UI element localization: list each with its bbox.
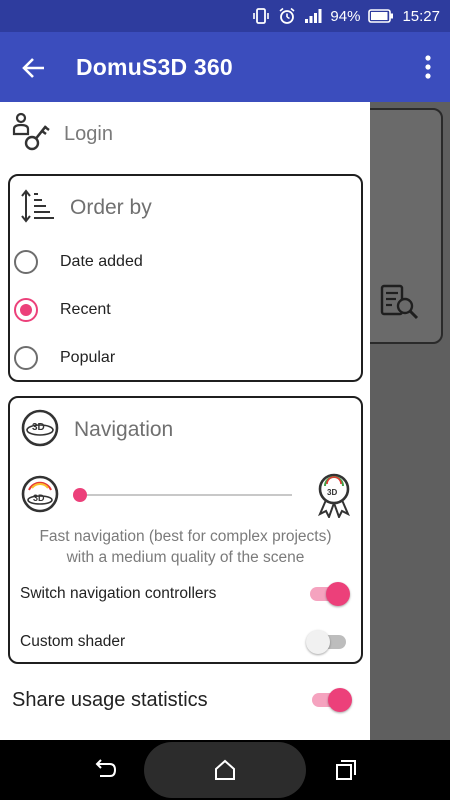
recents-nav-icon[interactable] [334,758,358,787]
clock: 15:27 [402,7,440,25]
battery-percent: 94% [330,7,361,25]
signal-icon [304,8,322,24]
arrow-back-icon[interactable] [18,52,50,84]
user-key-icon [12,112,52,157]
document-search-icon [380,284,419,320]
battery-icon [368,9,394,23]
radio-button[interactable] [14,346,38,370]
radio-button[interactable] [14,250,38,274]
radio-label: Date added [60,253,143,270]
sort-icon [20,188,56,229]
custom-shader-label: Custom shader [20,633,126,650]
quality-badge-icon: 3D [314,472,354,523]
svg-text:3D: 3D [33,493,45,503]
slider-track[interactable] [80,494,292,496]
settings-drawer: Login Order by Date added [0,102,370,740]
switch-navigation-controllers-toggle[interactable] [310,582,350,606]
system-navigation-bar [0,740,450,800]
home-nav-icon[interactable] [213,758,237,787]
radio-option-date-added[interactable]: Date added [14,242,143,282]
alarm-icon [278,7,296,25]
radio-option-recent[interactable]: Recent [14,290,111,330]
custom-shader-toggle[interactable] [306,630,350,654]
svg-text:3D: 3D [327,488,337,497]
radio-label: Recent [60,301,111,318]
switch-knob [326,582,350,606]
login-item[interactable]: Login [12,112,113,156]
description-line-1: Fast navigation (best for complex projec… [39,528,332,545]
app-title: DomuS3D 360 [76,54,233,80]
share-usage-statistics-label: Share usage statistics [12,688,208,711]
share-usage-statistics-toggle[interactable] [312,688,352,712]
radio-option-popular[interactable]: Popular [14,338,115,378]
3d-rotation-icon: 3D [20,408,60,453]
fast-navigation-icon: 3D [20,474,60,519]
order-by-card: Order by Date added Recent Popular [8,174,363,382]
navigation-card: 3D Navigation 3D [8,396,363,664]
back-nav-icon[interactable] [92,758,118,787]
switch-knob [306,630,330,654]
vibrate-icon [252,7,270,25]
app-bar: DomuS3D 360 [0,32,450,102]
description-line-2: with a medium quality of the scene [66,549,305,566]
custom-shader-row[interactable]: Custom shader [20,624,350,660]
order-by-title: Order by [70,196,152,219]
slider-thumb[interactable] [73,488,87,502]
more-vert-icon[interactable] [422,52,434,82]
svg-text:3D: 3D [32,422,45,433]
radio-button[interactable] [14,298,38,322]
share-usage-statistics-row[interactable]: Share usage statistics [12,680,352,720]
login-label: Login [64,122,113,145]
home-pill [144,742,306,798]
radio-label: Popular [60,349,116,366]
switch-knob [328,688,352,712]
switch-navigation-controllers-label: Switch navigation controllers [20,585,217,602]
navigation-quality-slider[interactable]: 3D 3D [10,472,361,520]
navigation-title: Navigation [74,418,174,441]
status-bar: 94% 15:27 [0,0,450,32]
navigation-description: Fast navigation (best for complex projec… [10,526,361,568]
switch-navigation-controllers-row[interactable]: Switch navigation controllers [20,576,350,612]
